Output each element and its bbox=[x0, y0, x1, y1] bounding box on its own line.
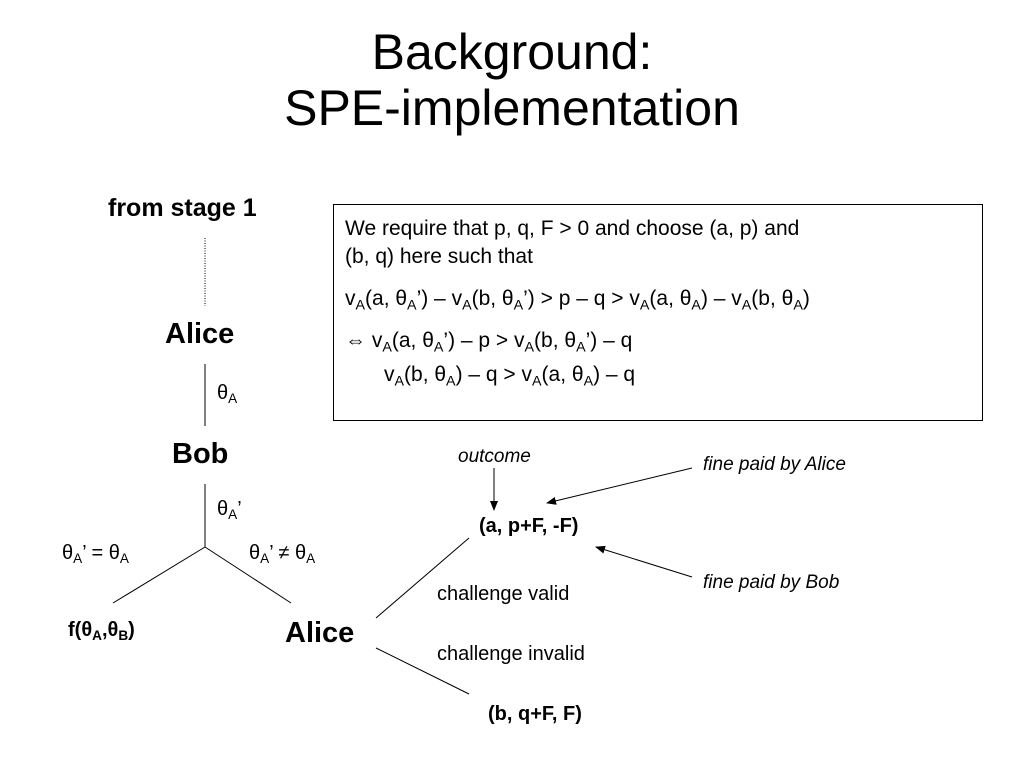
edge-label-theta-a-prime: θA’ bbox=[217, 498, 242, 523]
edge-alice-invalid bbox=[375, 647, 470, 695]
from-stage-label: from stage 1 bbox=[108, 194, 257, 222]
challenge-valid-label: challenge valid bbox=[437, 583, 570, 605]
arrow-fine-alice bbox=[546, 467, 693, 505]
title-line-1: Background: bbox=[371, 24, 653, 80]
edge-label-not-equal: θA’ ≠ θA bbox=[249, 542, 316, 567]
edge-split-f bbox=[112, 546, 206, 604]
arrow-fine-bob bbox=[595, 545, 693, 578]
leaf-f: f(θA,θB) bbox=[68, 619, 135, 644]
annotation-fine-alice: fine paid by Alice bbox=[703, 454, 846, 475]
edge-label-theta-a: θA bbox=[217, 382, 238, 407]
title-line-2: SPE-implementation bbox=[284, 80, 740, 136]
annotation-fine-bob: fine paid by Bob bbox=[703, 572, 840, 593]
node-bob: Bob bbox=[172, 438, 229, 470]
annotation-outcome: outcome bbox=[458, 446, 531, 467]
box-inequality-3: vA(b, θA) – q > vA(a, θA) – q bbox=[384, 363, 636, 390]
condition-box: We require that p, q, F > 0 and choose (… bbox=[333, 204, 983, 421]
challenge-invalid-label: challenge invalid bbox=[437, 643, 585, 665]
node-alice-bottom: Alice bbox=[285, 617, 355, 649]
box-intro-line-1: We require that p, q, F > 0 and choose (… bbox=[345, 217, 800, 240]
box-inequality-1: vA(a, θA’) – vA(b, θA’) > p – q > vA(a, … bbox=[345, 287, 810, 314]
outcome-valid: (a, p+F, -F) bbox=[479, 515, 579, 537]
equivalence-symbol: ⇔ bbox=[345, 329, 366, 352]
edge-label-equal: θA’ = θA bbox=[62, 542, 129, 567]
slide-title: Background: SPE-implementation bbox=[0, 24, 1024, 136]
outcome-invalid: (b, q+F, F) bbox=[488, 703, 582, 725]
node-alice-top: Alice bbox=[165, 318, 235, 350]
box-inequality-2: ⇔ vA(a, θA’) – p > vA(b, θA’) – q bbox=[345, 329, 633, 356]
edge-alice-valid bbox=[375, 537, 470, 619]
edge-split-alice bbox=[204, 546, 292, 604]
box-intro-line-2: (b, q) here such that bbox=[345, 245, 533, 268]
